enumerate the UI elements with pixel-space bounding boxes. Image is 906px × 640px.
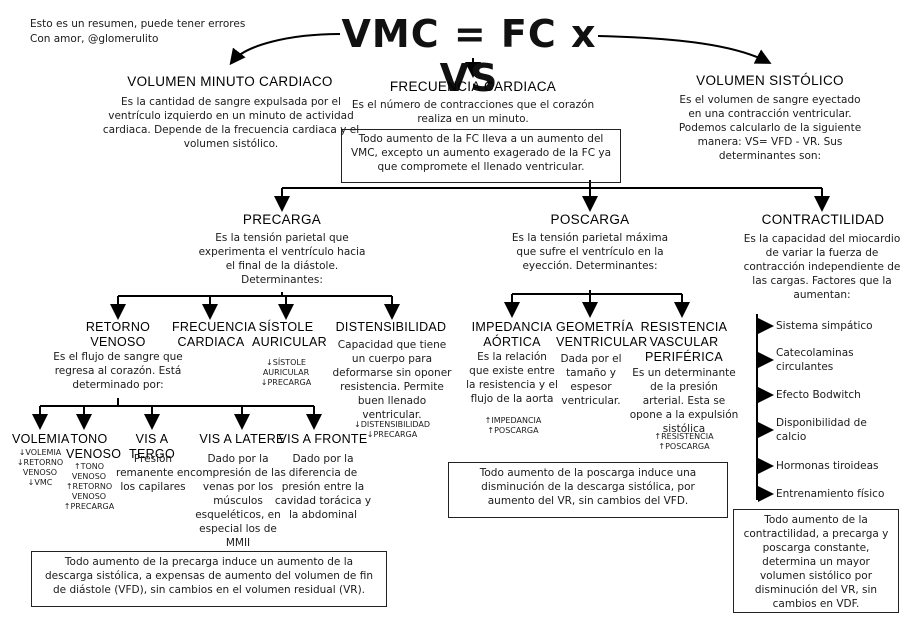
precarga-note-box: Todo aumento de la precarga induce un au… [31, 551, 387, 607]
factor-item: Efecto Bodwitch [776, 389, 861, 401]
page-title: VMC = FC x VS [341, 12, 597, 100]
resistencia-vascular-heading: RESISTENCIA VASCULAR PERIFÉRICA [640, 320, 728, 364]
factor-item: Sistema simpático [776, 320, 873, 332]
factor-item: Entrenamiento físico [776, 488, 885, 500]
retorno-venoso-text: Es el flujo de sangre que regresa al cor… [53, 351, 183, 391]
impedancia-aortica-text: Es la relación que existe entre la resis… [466, 351, 558, 405]
tono-venoso-effect: ↑TONO VENOSO ↑RETORNO VENOSO ↑PRECARGA [63, 462, 115, 511]
geometria-ventricular-text: Dada por el tamaño y espesor ventricular… [560, 353, 622, 407]
factor-item: Disponibilidad de calcio [776, 417, 867, 443]
fc-heading: FRECUENCIA CARDIACA [389, 79, 557, 94]
fc-note-box: Todo aumento de la FC lleva a un aumento… [341, 129, 621, 183]
vs-text: Es el volumen de sangre eyectado en una … [678, 94, 862, 162]
arrow-to-vmc [229, 33, 341, 66]
sistole-auricular-heading: SÍSTOLE AURICULAR [252, 320, 327, 349]
impedancia-aortica-heading: IMPEDANCIA AÓRTICA [471, 320, 553, 349]
volemia-heading: VOLEMIA [12, 432, 70, 446]
geometria-ventricular-heading: GEOMETRÍA VENTRICULAR [556, 320, 648, 349]
poscarga-heading: POSCARGA [550, 212, 630, 227]
vmc-text: Es la cantidad de sangre expulsada por e… [102, 96, 360, 150]
vis-a-tergo-text: Presión remanente en los capilares [116, 453, 191, 493]
arrow-to-vs [597, 35, 772, 64]
vis-a-fronte-text: Dado por la diferencia de presión entre … [274, 453, 372, 521]
vs-heading: VOLUMEN SISTÓLICO [696, 73, 844, 88]
resistencia-vascular-effect: ↑RESISTENCIA ↑POSCARGA [654, 432, 714, 451]
vis-a-latere-text: Dado por la compresión de las venas por … [190, 453, 286, 549]
contractilidad-note-box: Todo aumento de la contractilidad, a pre… [733, 509, 899, 613]
tono-venoso-heading: TONO VENOSO [66, 432, 122, 461]
retorno-venoso-heading: RETORNO VENOSO [85, 320, 151, 349]
distensibilidad-heading: DISTENSIBILIDAD [335, 320, 447, 334]
fc-text: Es el número de contracciones que el cor… [351, 99, 595, 125]
credits-line-1: Esto es un resumen, puede tener errores [30, 18, 246, 30]
poscarga-note-box: Todo aumento de la poscarga induce una d… [448, 462, 728, 518]
sistole-auricular-effect: ↓SÍSTOLE AURICULAR ↓PRECARGA [260, 358, 312, 387]
vis-a-latere-heading: VIS A LATERE [199, 432, 285, 446]
vmc-heading: VOLUMEN MINUTO CARDIACO [127, 74, 333, 89]
factor-item: Catecolaminas circulantes [776, 347, 854, 373]
credits-line-2: Con amor, @glomerulito [30, 33, 159, 45]
factor-item: Hormonas tiroideas [776, 460, 879, 472]
distensibilidad-text: Capacidad que tiene un cuerpo para defor… [332, 339, 452, 421]
distensibilidad-effect: ↓DISTENSIBILIDAD ↓PRECARGA [354, 420, 430, 439]
poscarga-text: Es la tensión parietal máxima que sufre … [511, 232, 669, 272]
vis-a-tergo-heading: VIS A TERGO [129, 432, 175, 461]
contractilidad-text: Es la capacidad del miocardio de variar … [743, 233, 901, 301]
frecuencia-cardiaca-heading: FRECUENCIA CARDIACA [172, 320, 257, 349]
volemia-effect: ↓VOLEMIA ↓RETORNO VENOSO ↓VMC [16, 448, 64, 487]
impedancia-aortica-effect: ↑IMPEDANCIA ↑POSCARGA [484, 416, 542, 435]
precarga-heading: PRECARGA [242, 212, 322, 227]
precarga-text: Es la tensión parietal que experimenta e… [198, 232, 366, 286]
resistencia-vascular-text: Es un determinante de la presión arteria… [629, 367, 739, 435]
contractilidad-heading: CONTRACTILIDAD [761, 212, 885, 227]
vis-a-fronte-heading: VIS A FRONTE [278, 432, 368, 446]
